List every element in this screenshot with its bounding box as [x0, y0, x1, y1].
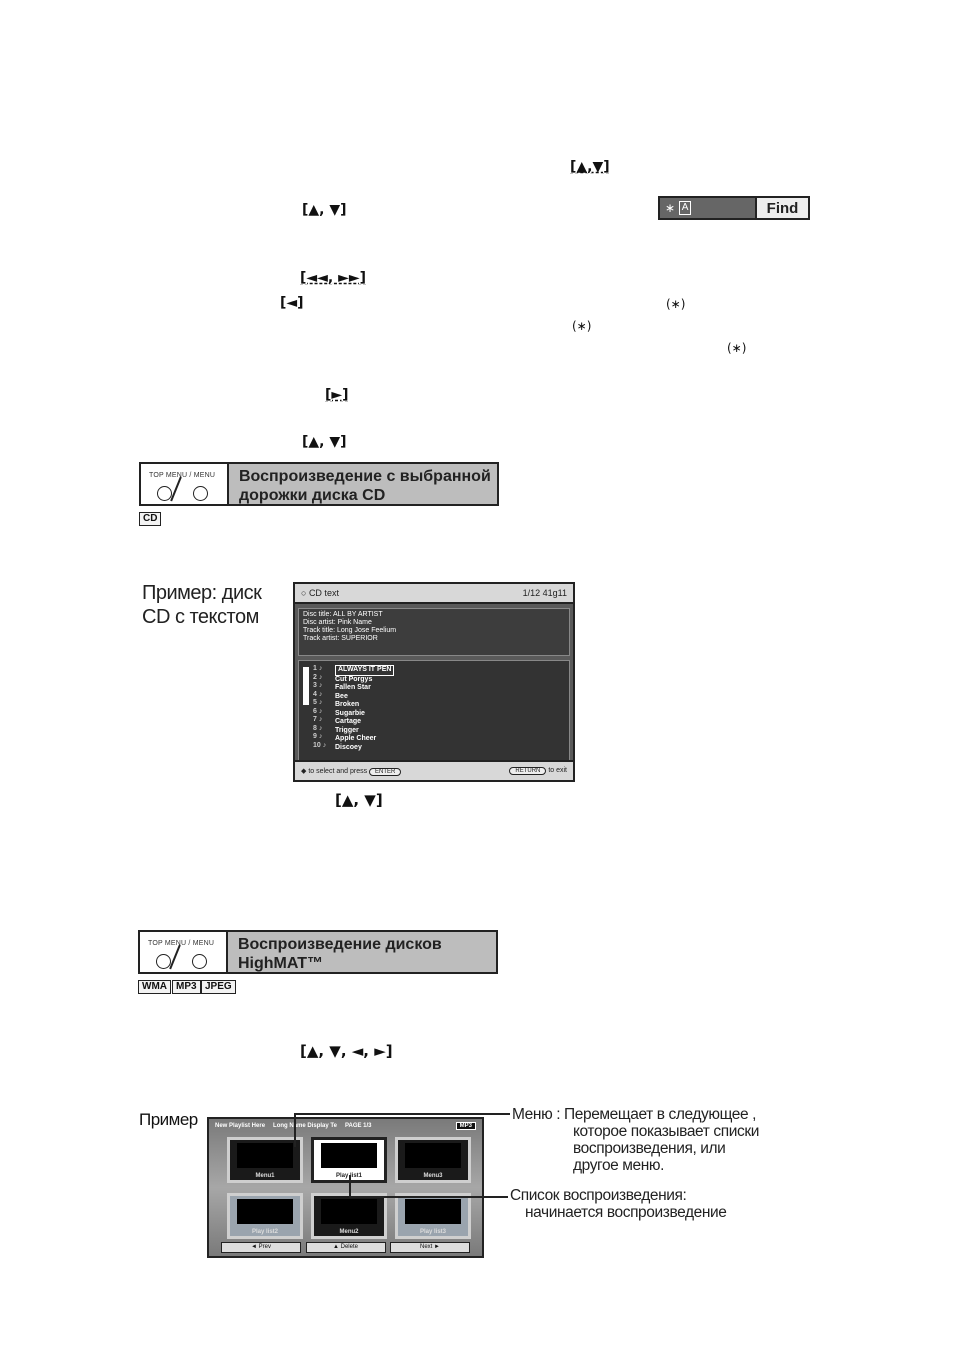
left-key: [◄]: [280, 295, 304, 311]
screen-status: 1/12 41g11: [522, 588, 567, 598]
screen-title: ○ CD text: [301, 588, 339, 598]
menu-buttons-icon: TOP MENU / MENU: [141, 464, 229, 504]
example-label: Пример: диск CD с текстом: [142, 582, 262, 628]
disc-tag: JPEG: [201, 980, 236, 994]
up-down-key: [▲, ▼]: [302, 434, 347, 450]
find-button[interactable]: Find: [755, 198, 808, 218]
skip-keys: [◄◄, ►►]: [300, 270, 367, 286]
disc-info: Disc title: ALL BY ARTIST Disc artist: P…: [298, 608, 570, 656]
playlist-thumb[interactable]: Play list3: [395, 1193, 471, 1239]
find-input[interactable]: ∗ A: [660, 198, 755, 218]
list-item[interactable]: ALWAYS IT PEN: [335, 665, 395, 676]
footnote-mark: (∗): [727, 341, 747, 355]
callout-menu: Меню : Перемещает в следующее , которое …: [512, 1106, 759, 1174]
hint-exit: RETURN to exit: [509, 767, 567, 775]
list-item[interactable]: Fallen Star: [335, 684, 371, 691]
playlist-thumb[interactable]: Play list1: [311, 1137, 387, 1183]
section-header-highmat: TOP MENU / MENU Воспроизведение дисков H…: [138, 930, 498, 974]
up-down-key: [▲, ▼]: [302, 202, 347, 218]
list-item[interactable]: Cut Porgys: [335, 675, 373, 683]
scrollbar[interactable]: [303, 667, 309, 705]
playlist-thumb[interactable]: Play list2: [227, 1193, 303, 1239]
list-item[interactable]: Broken: [335, 701, 360, 708]
section-title: Воспроизведение дисков HighMAT™: [228, 932, 496, 972]
title-line: Воспроизведение с выбранной: [239, 468, 491, 485]
title-line: Воспроизведение дисков: [238, 936, 442, 953]
footnote-mark: (∗): [572, 319, 592, 333]
section-header-cd: TOP MENU / MENU Воспроизведение с выбран…: [139, 462, 499, 506]
menu-thumb[interactable]: Menu1: [227, 1137, 303, 1183]
arrow-keys: [▲, ▼, ◄, ►]: [300, 1042, 393, 1060]
cd-text-screen: ○ CD text 1/12 41g11 Disc title: ALL BY …: [293, 582, 575, 782]
disc-tag: MP3: [172, 980, 201, 994]
find-letter: A: [679, 201, 692, 215]
up-down-key: [▲, ▼]: [335, 791, 383, 809]
list-item[interactable]: Sugarbie: [335, 709, 365, 717]
play-key: [►]: [325, 387, 349, 403]
up-down-key: [▲,▼]: [570, 159, 610, 175]
menu-buttons-icon: TOP MENU / MENU: [140, 932, 228, 972]
icon-caption: TOP MENU / MENU: [149, 472, 216, 479]
track-list[interactable]: 1 ♪2 ♪3 ♪4 ♪5 ♪6 ♪7 ♪8 ♪9 ♪10 ♪ ALWAYS I…: [298, 660, 570, 766]
highmat-screen: New Playlist Here Long Name Display Te P…: [207, 1117, 484, 1258]
list-item[interactable]: Bee: [335, 692, 348, 700]
example-label: Пример: [139, 1110, 198, 1129]
title-line: HighMAT™: [238, 955, 324, 972]
section-title: Воспроизведение с выбранной дорожки диск…: [229, 464, 497, 504]
icon-caption: TOP MENU / MENU: [148, 940, 215, 947]
find-widget[interactable]: ∗ A Find: [658, 196, 810, 220]
disc-tag: WMA: [138, 980, 171, 994]
next-button[interactable]: Next ►: [390, 1242, 470, 1253]
list-item[interactable]: Discoey: [335, 743, 362, 751]
callout-playlist: Список воспроизведения: начинается воспр…: [510, 1187, 727, 1221]
prev-button[interactable]: ◄ Prev: [221, 1242, 301, 1253]
hint-select: ◆ to select and press ENTER: [301, 767, 402, 776]
menu-thumb[interactable]: Menu2: [311, 1193, 387, 1239]
list-item[interactable]: Cartage: [335, 718, 362, 725]
menu-thumb[interactable]: Menu3: [395, 1137, 471, 1183]
disc-tag: CD: [139, 512, 162, 526]
footnote-mark: (∗): [666, 297, 686, 311]
star-icon: ∗: [665, 201, 676, 215]
list-item[interactable]: Trigger: [335, 726, 359, 734]
title-line: дорожки диска CD: [239, 487, 386, 504]
list-item[interactable]: Apple Cheer: [335, 735, 377, 742]
delete-button[interactable]: ▲ Delete: [305, 1242, 386, 1253]
